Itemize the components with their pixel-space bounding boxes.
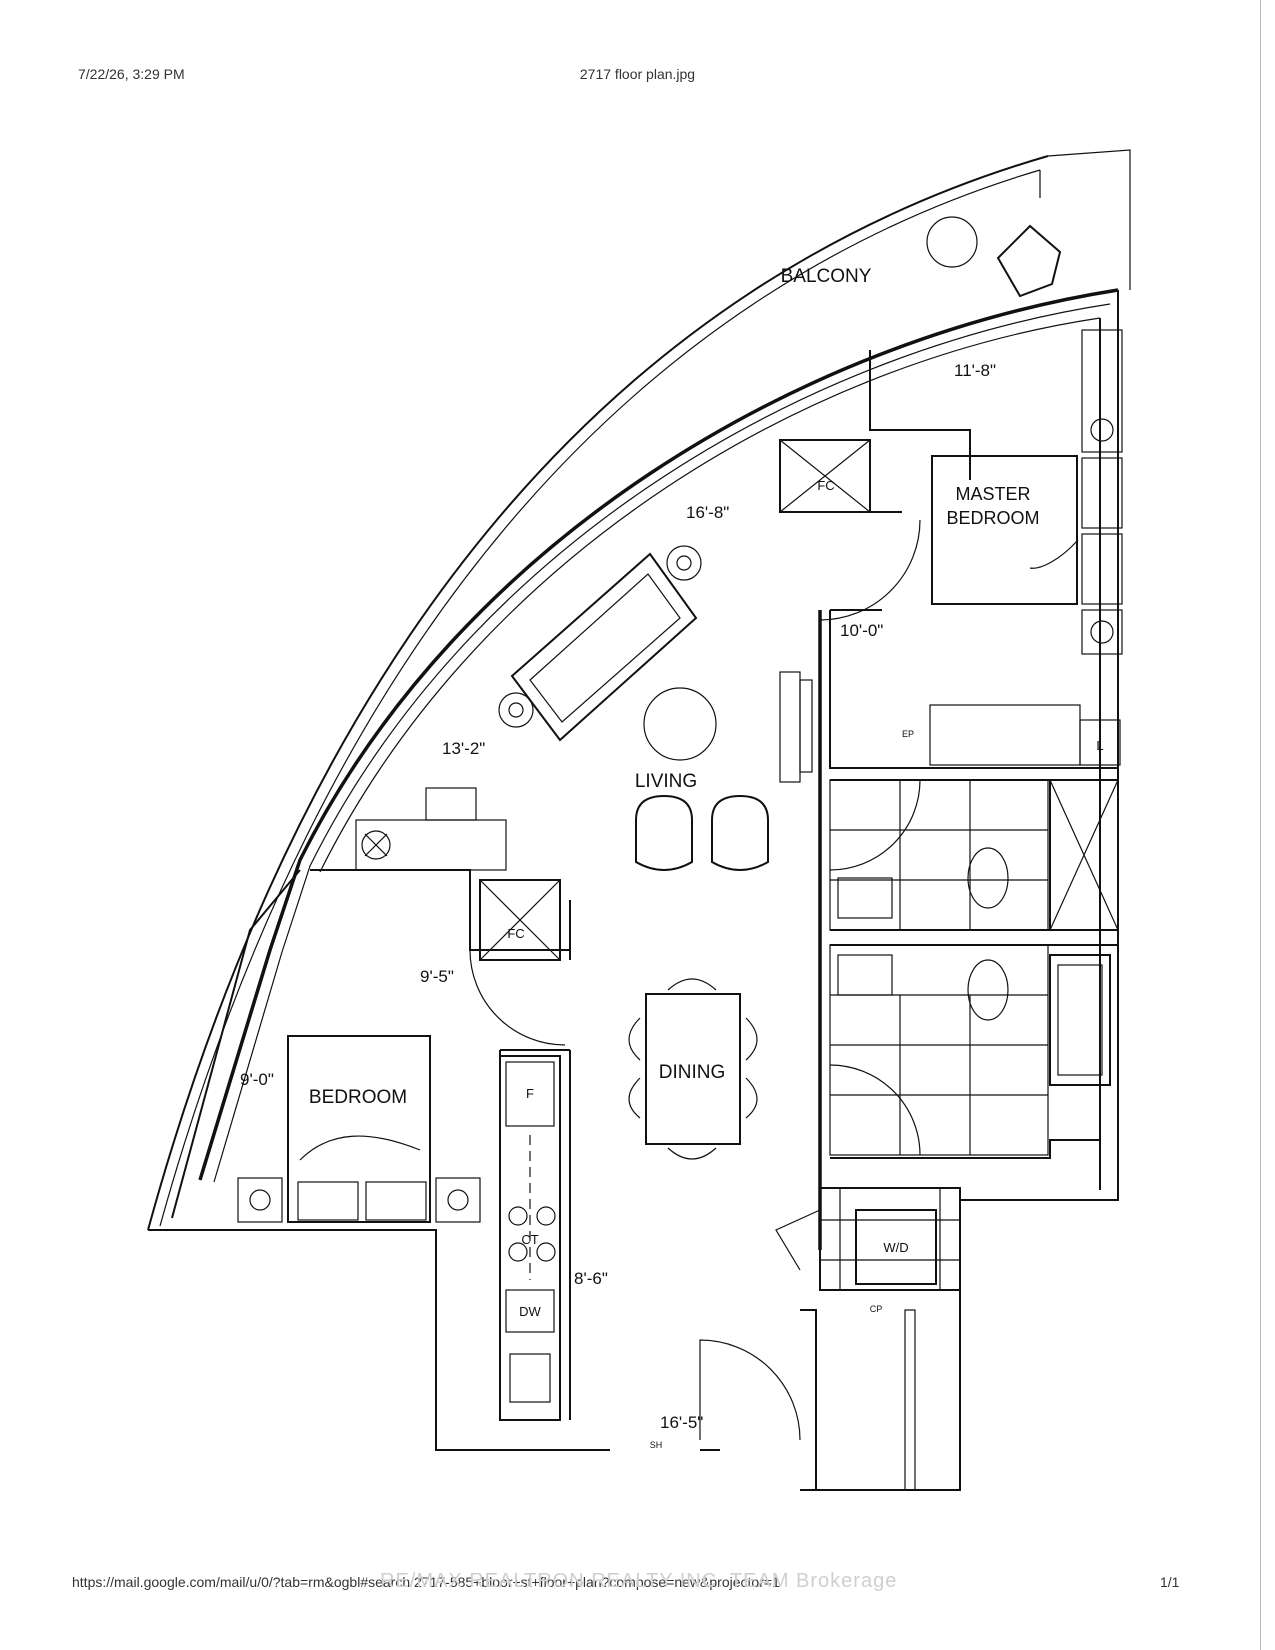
label-sh: SH [650, 1440, 663, 1450]
main-bathroom [829, 944, 1111, 1156]
label-linen: L [1096, 738, 1103, 753]
room-label-bedroom: BEDROOM [309, 1087, 407, 1108]
bedroom-nightstands [237, 1177, 481, 1223]
label-fan-coil-mid: FC [507, 926, 524, 941]
dim-bedroom-depth: 9'-0" [240, 1070, 274, 1089]
label-fan-coil-top: FC [817, 478, 834, 493]
tv-unit [779, 671, 813, 783]
coffee-table [643, 687, 717, 761]
fan-coil-mid [479, 879, 561, 961]
bedroom-bed [287, 1035, 431, 1223]
label-ep: EP [902, 729, 914, 739]
room-label-balcony: BALCONY [781, 266, 872, 287]
dim-bedroom-width: 9'-5" [420, 967, 454, 986]
dim-foyer-width: 16'-5" [660, 1413, 703, 1432]
desk [355, 787, 507, 871]
sofa [510, 552, 698, 742]
dim-master-width: 10'-0" [840, 621, 883, 640]
brokerage-watermark: RE/MAX REALTRON REALTY INC. TEAM Brokera… [380, 1570, 898, 1592]
bedroom-door-swing [469, 949, 566, 1046]
label-dishwasher: DW [519, 1304, 541, 1319]
fan-coil-top [779, 439, 871, 513]
dim-balcony-width: 11'-8" [954, 361, 996, 380]
page-number: 1/1 [1160, 1574, 1180, 1590]
room-label-dining: DINING [659, 1062, 726, 1083]
page-edge-rule [1260, 0, 1261, 1650]
balcony-furniture [926, 216, 1062, 298]
master-door-swing [819, 519, 921, 621]
print-file-name: 2717 floor plan.jpg [579, 66, 696, 82]
label-cooktop: CT [521, 1232, 538, 1247]
label-washer-dryer: W/D [883, 1240, 908, 1255]
label-fridge: F [526, 1086, 534, 1101]
lounge-chairs [635, 794, 769, 871]
master-bed [931, 455, 1079, 605]
balcony-railing [147, 149, 1131, 1451]
print-date: 7/22/26, 3:29 PM [78, 66, 185, 82]
dim-living-depth: 13'-2" [442, 739, 485, 758]
entry-door-swing [699, 1339, 801, 1441]
print-url: https://mail.google.com/mail/u/0/?tab=rm… [72, 1574, 780, 1590]
room-label-master-2: BEDROOM [946, 508, 1039, 528]
window-wall [198, 288, 1119, 1183]
kitchen-counter [499, 1055, 561, 1421]
coat-closet [815, 1309, 916, 1491]
label-cp: CP [870, 1304, 883, 1314]
dining-table [628, 978, 758, 1160]
ensuite-bathroom [829, 779, 1119, 931]
master-nightstands [1081, 329, 1123, 655]
laundry-closet [775, 1187, 961, 1291]
end-tables [498, 545, 702, 728]
dim-kitchen-width: 8'-6" [574, 1269, 608, 1288]
room-label-living: LIVING [635, 771, 697, 792]
room-label-master-1: MASTER [955, 484, 1030, 504]
master-closet [929, 704, 1121, 766]
dim-living-width: 16'-8" [686, 503, 729, 522]
